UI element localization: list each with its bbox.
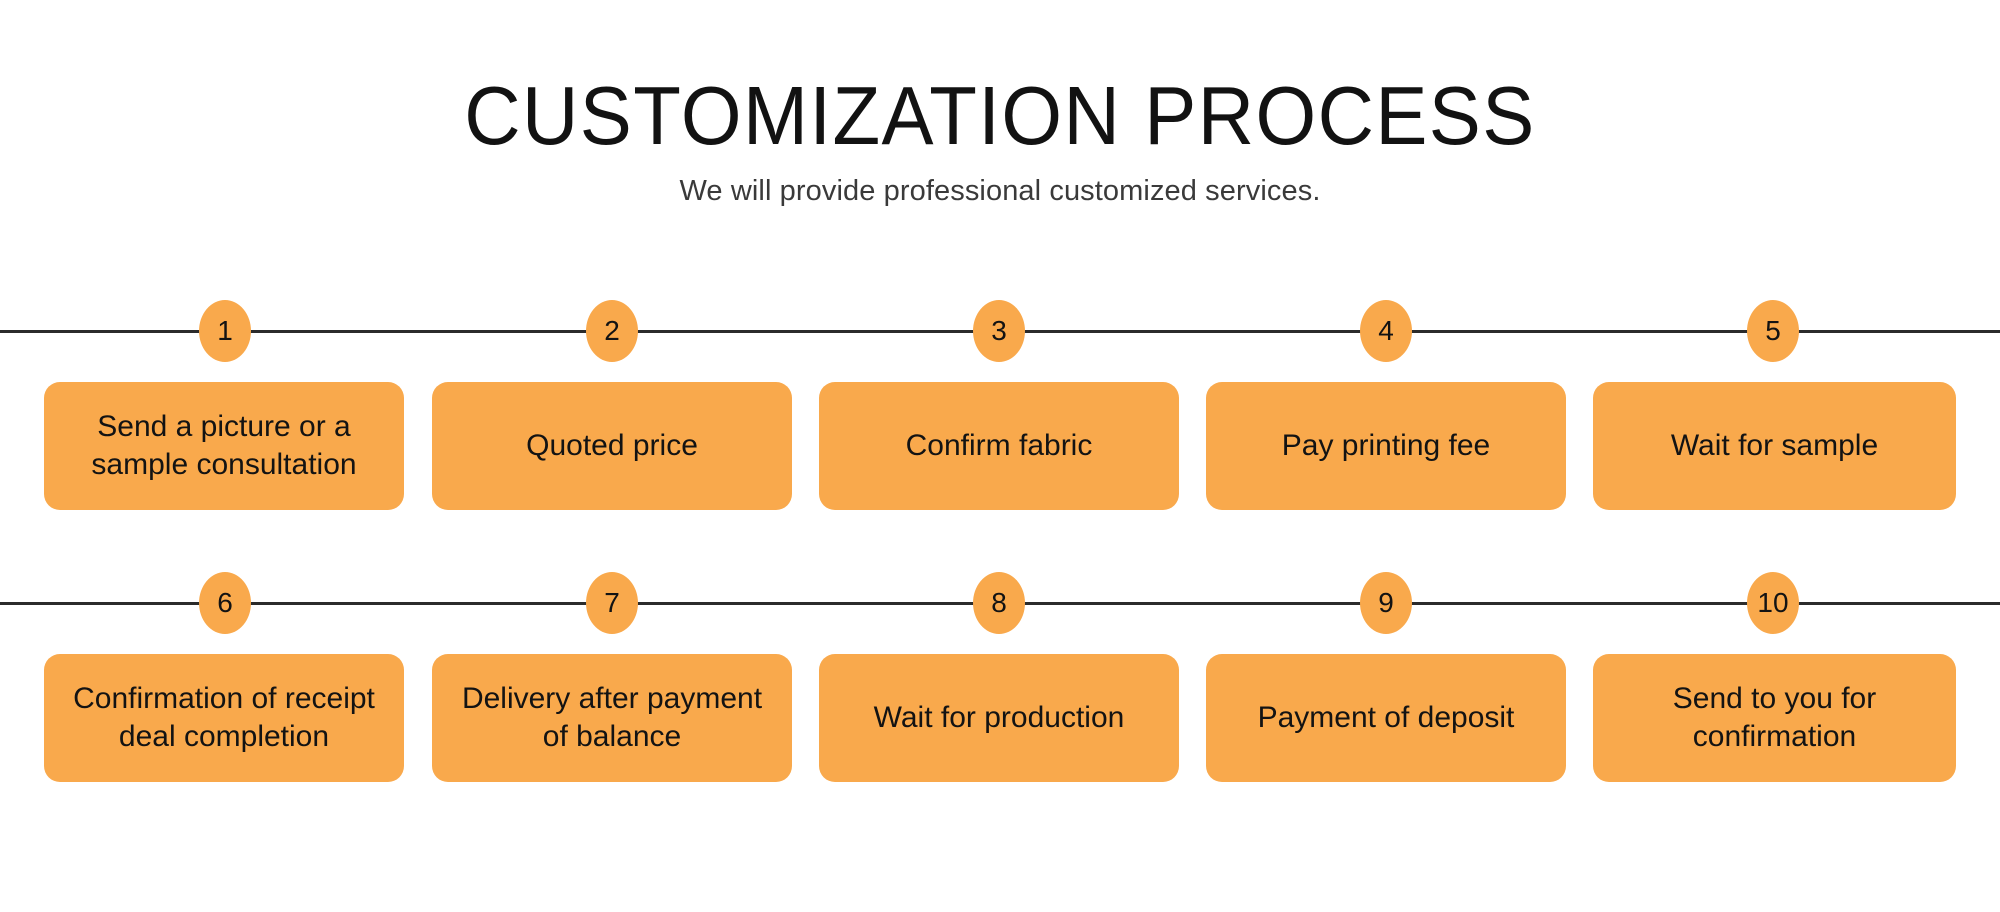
step-card-3[interactable]: Confirm fabric: [819, 382, 1179, 510]
step-card-label-7: Delivery after payment of balance: [461, 681, 763, 753]
step-marker-3[interactable]: 3: [973, 300, 1025, 362]
step-marker-9[interactable]: 9: [1360, 572, 1412, 634]
step-number-1: 1: [217, 315, 233, 346]
step-number-7: 7: [604, 587, 620, 618]
step-card-label-8: Wait for production: [873, 700, 1125, 734]
step-card-label-9: Payment of deposit: [1257, 700, 1515, 734]
step-number-3: 3: [991, 315, 1007, 346]
step-card-5[interactable]: Wait for sample: [1593, 382, 1956, 510]
step-marker-1[interactable]: 1: [199, 300, 251, 362]
step-number-4: 4: [1378, 315, 1394, 346]
step-card-label-3: Confirm fabric: [905, 428, 1093, 462]
step-number-2: 2: [604, 315, 620, 346]
step-number-6: 6: [217, 587, 233, 618]
step-markers-two: 6 7 8 9 10: [0, 572, 2000, 634]
step-number-10: 10: [1757, 587, 1789, 618]
step-card-2[interactable]: Quoted price: [432, 382, 792, 510]
step-card-1[interactable]: Send a picture or a sample consultation: [44, 382, 404, 510]
step-markers-one: 1 2 3 4 5: [0, 300, 2000, 362]
step-cards-two: Confirmation of receipt deal completion …: [0, 654, 2000, 782]
step-cards-one: Send a picture or a sample consultation …: [0, 382, 2000, 510]
step-card-8[interactable]: Wait for production: [819, 654, 1179, 782]
step-marker-2[interactable]: 2: [586, 300, 638, 362]
step-number-5: 5: [1765, 315, 1781, 346]
step-marker-4[interactable]: 4: [1360, 300, 1412, 362]
step-marker-6[interactable]: 6: [199, 572, 251, 634]
step-card-7[interactable]: Delivery after payment of balance: [432, 654, 792, 782]
step-card-label-10: Send to you for confirmation: [1672, 681, 1877, 753]
step-marker-10[interactable]: 10: [1747, 572, 1799, 634]
page-title: CUSTOMIZATION PROCESS: [464, 69, 1536, 162]
step-card-10[interactable]: Send to you for confirmation: [1593, 654, 1956, 782]
step-card-label-4: Pay printing fee: [1281, 428, 1491, 462]
step-card-label-2: Quoted price: [526, 428, 698, 462]
page-subtitle: We will provide professional customized …: [679, 175, 1321, 207]
step-card-label-6: Confirmation of receipt deal completion: [73, 681, 375, 753]
step-number-9: 9: [1378, 587, 1394, 618]
step-card-6[interactable]: Confirmation of receipt deal completion: [44, 654, 404, 782]
step-marker-8[interactable]: 8: [973, 572, 1025, 634]
step-marker-5[interactable]: 5: [1747, 300, 1799, 362]
step-card-9[interactable]: Payment of deposit: [1206, 654, 1566, 782]
step-card-4[interactable]: Pay printing fee: [1206, 382, 1566, 510]
header: CUSTOMIZATION PROCESS We will provide pr…: [0, 74, 2000, 208]
step-card-label-5: Wait for sample: [1670, 428, 1879, 462]
step-marker-7[interactable]: 7: [586, 572, 638, 634]
step-number-8: 8: [991, 587, 1007, 618]
step-card-label-1: Send a picture or a sample consultation: [91, 409, 357, 481]
